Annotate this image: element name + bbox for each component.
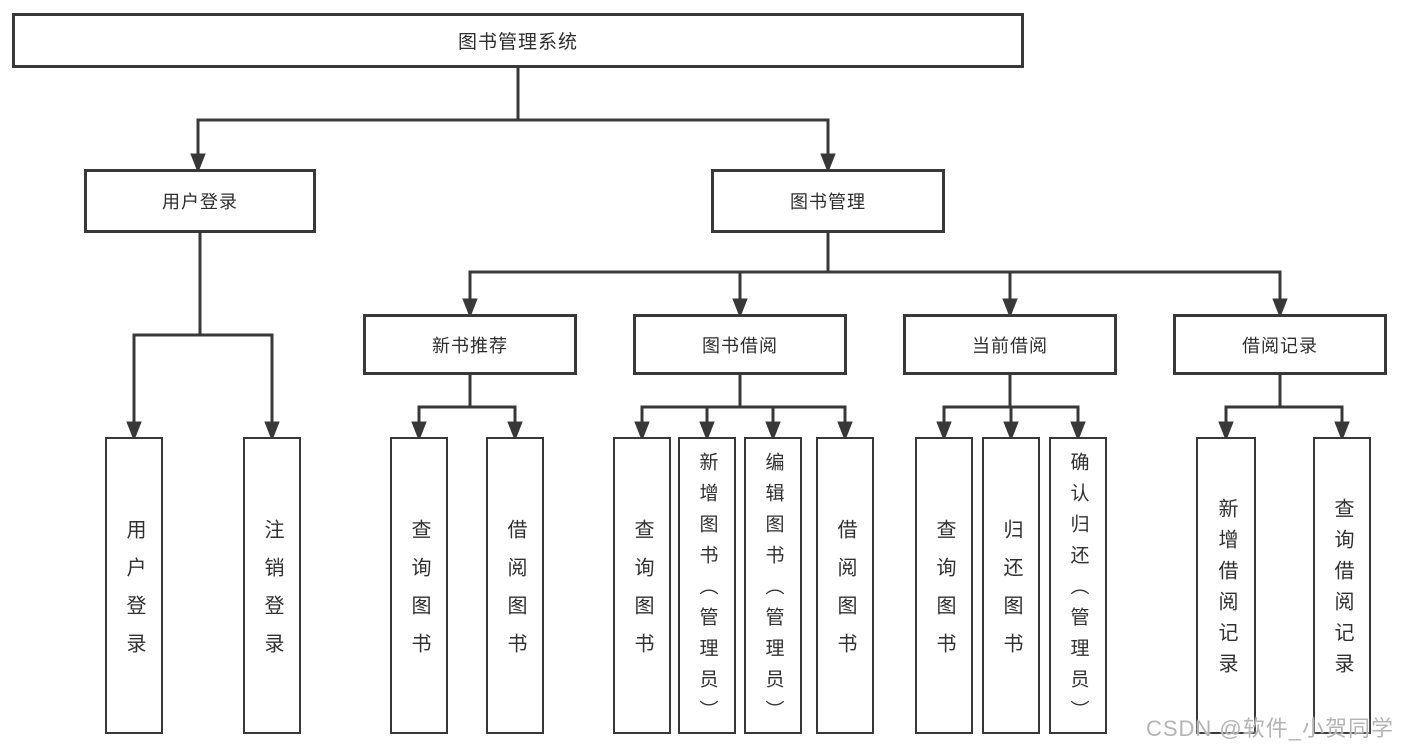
leaf-query-borrow-record: 查询借阅记录: [1313, 437, 1371, 734]
leaf-borrow-books-1: 借阅图书: [486, 437, 544, 734]
node-label: 新增借阅记录: [1215, 498, 1237, 684]
node-label: 图书借阅: [702, 335, 778, 356]
leaf-user-login: 用户登录: [105, 437, 163, 734]
node-label: 新书推荐: [432, 335, 508, 356]
node-label: 当前借阅: [972, 335, 1048, 356]
node-label: 查询借阅记录: [1331, 498, 1353, 684]
leaf-confirm-return-admin: 确认归还（管理员）: [1049, 437, 1107, 734]
node-label: 借阅图书: [834, 518, 856, 671]
leaf-return-books: 归还图书: [982, 437, 1040, 734]
node-label: 用户登录: [162, 192, 238, 212]
leaf-query-books-2: 查询图书: [613, 437, 671, 734]
leaf-logout: 注销登录: [243, 437, 301, 734]
leaf-query-books-3: 查询图书: [915, 437, 973, 734]
leaf-add-books-admin: 新增图书（管理员）: [678, 437, 736, 734]
node-borrow-records: 借阅记录: [1173, 314, 1387, 375]
node-label: 图书管理系统: [457, 32, 578, 53]
node-current-borrow: 当前借阅: [903, 314, 1117, 375]
node-label: 编辑图书（管理员）: [762, 452, 784, 731]
node-label: 借阅图书: [504, 518, 526, 671]
csdn-watermark: CSDN @软件_小贺同学: [1145, 716, 1394, 741]
node-new-book-recommend: 新书推荐: [363, 314, 577, 375]
node-label: 用户登录: [123, 518, 145, 671]
node-label: 归还图书: [1000, 518, 1022, 671]
node-label: 新增图书（管理员）: [696, 452, 718, 731]
leaf-edit-books-admin: 编辑图书（管理员）: [744, 437, 802, 734]
node-library-management-system: 图书管理系统: [12, 13, 1024, 68]
node-label: 借阅记录: [1242, 335, 1318, 356]
leaf-borrow-books-2: 借阅图书: [816, 437, 874, 734]
node-label: 图书管理: [790, 192, 866, 212]
node-label: 查询图书: [408, 518, 430, 671]
node-label: 查询图书: [933, 518, 955, 671]
node-label: 注销登录: [261, 518, 283, 671]
node-label: 查询图书: [631, 518, 653, 671]
leaf-query-books-1: 查询图书: [390, 437, 448, 734]
node-book-management: 图书管理: [711, 169, 945, 233]
node-user-login: 用户登录: [84, 169, 316, 233]
node-book-borrow: 图书借阅: [633, 314, 847, 375]
node-label: 确认归还（管理员）: [1067, 452, 1089, 731]
leaf-add-borrow-record: 新增借阅记录: [1196, 437, 1256, 734]
